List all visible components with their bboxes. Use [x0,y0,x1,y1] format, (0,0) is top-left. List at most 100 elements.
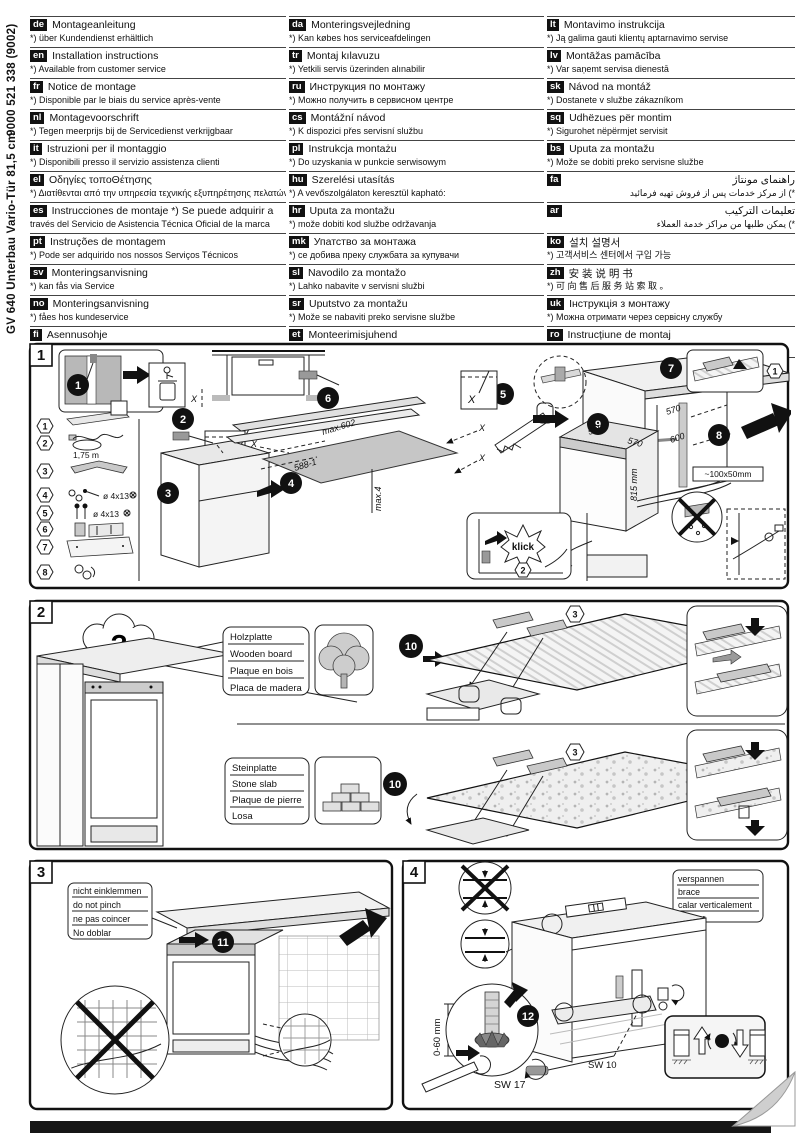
language-note: *) fåes hos kundeservice [30,312,129,322]
language-title: Montaj kılavuzu [306,50,380,62]
svg-text:6: 6 [42,525,47,535]
language-note: *) Sigurohet nëpërmjet servisit [547,126,668,136]
dim-dw-depth: 570 [626,435,643,449]
language-note: *) kan fås via Service [30,281,115,291]
language-note: *) Dostanete v službe zákazníkom [547,95,684,105]
language-note: *) Do uzyskania w punkcie serwisowym [289,157,447,167]
foot-range-label: 0-60 mm [432,1018,443,1056]
stone-label-es: Losa [232,811,253,822]
svg-text:3: 3 [572,610,577,620]
language-title: Monteringsanvisning [51,267,148,279]
dim-dw-height: 815 mm [629,468,639,501]
language-code-badge: et [289,329,304,341]
svg-text:1: 1 [37,347,45,364]
language-title: Інструкція з монтажу [569,298,670,310]
svg-text:3: 3 [572,748,577,758]
step-3-marker: 3 [165,488,171,500]
wood-label-en: Wooden board [230,649,292,660]
dim-x-cut2: X [478,453,486,463]
disposal-illustration: 1 [58,349,186,413]
panel-2-number-box: 2 [29,600,53,624]
language-title: Montavimo instrukcija [563,19,665,31]
stone-label-box: Steinplatte Stone slab Plaque de pierre … [224,757,310,825]
part-marker-klick: 2 [514,562,532,578]
language-note: *) Можно получить в сервисном центре [289,95,454,105]
svg-text:1: 1 [772,367,777,377]
language-title: Instrucciones de montaje *) Se puede adq… [51,205,274,217]
dim-x-floor: X [250,439,258,449]
step-11-marker: 11 [217,937,229,949]
dim-x-cut1: X [478,423,486,433]
rear-foot-icon [657,984,685,1011]
language-code-badge: bs [547,143,565,155]
language-note: *) Available from customer service [30,64,166,74]
rotate-arrow-icon [405,793,418,825]
step-7-marker: 7 [668,363,674,375]
language-title: Istruzioni per il montaggio [46,143,167,155]
language-title: 설치 설명서 [569,236,621,249]
cable-length: 1,75 m [73,450,99,460]
document-number: 9000 521 338 (9002) [6,23,18,137]
step-12-marker: 12 [522,1011,534,1023]
language-title: Návod na montáž [568,81,651,93]
language-title: Упатство за монтажа [313,236,417,248]
dim-niche-width: 600 [669,431,686,445]
language-code-badge: fi [30,329,42,341]
tree-icon [314,624,374,696]
drip-warning [671,491,723,543]
svg-text:2: 2 [520,566,525,576]
language-title: Monteringsvejledning [311,19,411,31]
language-note: *) Ją galima gauti klientų aptarnavimo s… [547,33,729,43]
leader-line [151,917,178,929]
step-5-marker: 5 [500,389,506,401]
arrow-icon [123,366,151,384]
panel-2: 2 ? Holzplatte Wooden board Plaque en bo… [28,599,790,851]
brace-label-de: verspannen [678,874,724,884]
step-4-marker: 4 [288,478,295,490]
language-title: Οδηγίες τοποΘέτησης [48,174,152,186]
svg-text:2: 2 [42,439,47,449]
gap-detail-circle [460,919,551,969]
bricks-icon [314,756,382,825]
language-title: Montagevoorschrift [49,112,139,124]
language-code-badge: pl [289,143,304,155]
panel-3-number-box: 3 [29,860,53,884]
language-title: Navodilo za montažo [307,267,406,279]
language-code-badge: mk [289,236,309,248]
spirit-level-icon [564,897,627,918]
wrench-icon: SW 17 [421,1055,526,1093]
language-code-badge: ro [547,329,563,341]
language-note: *) Kan købes hos serviceafdelingen [289,33,431,43]
pinch-warning-circle [60,985,170,1095]
svg-text:8: 8 [42,568,47,578]
bottom-bar [30,1121,771,1133]
language-code-badge: de [30,19,48,31]
language-note: *) Može se nabaviti preko servisne služb… [289,312,456,322]
part-marker-2: 2 [36,435,54,451]
panel-3: 3 nicht einklemmen do not pinch ne pas c… [28,859,394,1111]
screwdriver-icon [524,1011,639,1080]
part-marker-6: 6 [36,521,54,537]
language-title: Instrukcja montażu [308,143,397,155]
language-title: Инструкция по монтажу [309,81,426,93]
step-9-marker: 9 [595,419,601,431]
svg-text:4: 4 [42,491,47,501]
language-title: Monteringsanvisning [52,298,149,310]
language-note: *) 고객서비스 센터에서 구입 가능 [547,250,672,260]
svg-text:2: 2 [37,604,45,621]
language-code-badge: tr [289,50,302,62]
wood-label-es: Placa de madera [230,683,303,694]
language-note: *) Pode ser adquirido nos nossos Serviço… [30,250,238,260]
wood-inset [686,605,788,717]
language-title: Uputa za montažu [569,143,655,155]
language-code-badge: fr [30,81,43,93]
